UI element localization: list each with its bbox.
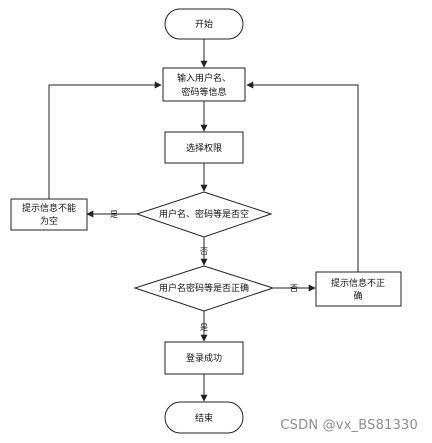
input-process-box [162, 67, 246, 102]
incorrect-message-line-2: 确 [353, 290, 362, 302]
check-empty-decision [135, 191, 273, 238]
edge-label-yes-correct: 是 [200, 323, 208, 332]
incorrect-message-node: 提示信息不正 确 [315, 271, 402, 307]
flow-edges [48, 39, 359, 402]
edge-label-no-correct: 否 [290, 284, 298, 293]
incorrect-message-process-box [315, 271, 402, 307]
select-role-process-box [164, 131, 244, 164]
input-label-line-2: 密码等信息 [181, 86, 226, 98]
check-correct-decision [133, 265, 275, 312]
edge-label-yes-empty: 是 [110, 210, 118, 219]
select-role-label: 选择权限 [186, 142, 222, 154]
edge-label-no-empty: 否 [200, 247, 208, 256]
edge-incorrect-msg-back [246, 81, 359, 272]
login-success-process-box [164, 341, 244, 375]
start-node: 开始 [164, 8, 244, 40]
start-label: 开始 [195, 18, 213, 30]
incorrect-message-line-1: 提示信息不正 [331, 277, 385, 289]
check-empty-label: 用户名、密码等是否空 [159, 208, 249, 220]
check-empty-node: 用户名、密码等是否空 [135, 191, 273, 238]
edge-empty-msg-back [48, 81, 162, 199]
check-correct-label: 用户名密码等是否正确 [159, 282, 249, 294]
login-success-label: 登录成功 [186, 352, 222, 364]
end-label: 结束 [195, 412, 213, 424]
check-correct-node: 用户名密码等是否正确 [133, 265, 275, 312]
input-label-line-1: 输入用户名、 [177, 72, 231, 84]
input-node: 输入用户名、 密码等信息 [162, 67, 246, 102]
login-success-node: 登录成功 [164, 341, 244, 375]
empty-message-process-box [10, 198, 88, 231]
empty-message-line-1: 提示信息不能 [22, 202, 76, 214]
empty-message-line-2: 为空 [40, 215, 58, 227]
end-node: 结束 [164, 401, 244, 434]
empty-message-node: 提示信息不能 为空 [10, 198, 88, 231]
csdn-watermark: CSDN @vx_BS81330 [280, 418, 418, 433]
end-terminator [164, 401, 244, 434]
select-role-node: 选择权限 [164, 131, 244, 164]
start-terminator [164, 8, 244, 40]
